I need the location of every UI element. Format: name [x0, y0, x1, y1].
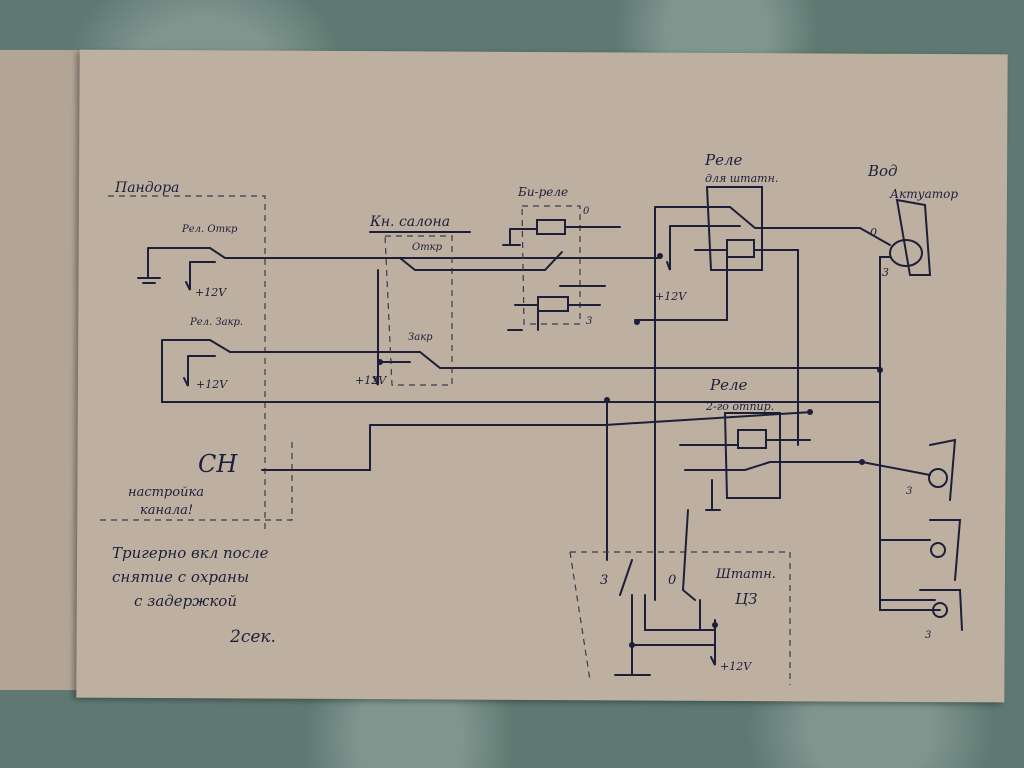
three-label: 3	[586, 316, 592, 327]
relay-std-sub: для штатн.	[705, 172, 778, 185]
driver-actuator-block: Вод Актуатор 0 3	[867, 162, 958, 611]
bi-relay-block: Би-реле 0 3	[502, 185, 621, 331]
rel-open-label: Рел. Откр	[181, 224, 238, 235]
three-label: 3	[882, 266, 889, 279]
standard-central-lock: 3 0 Штатн. ЦЗ +12V	[569, 509, 791, 685]
zero-label: 0	[583, 206, 590, 217]
cabin-button-block: Кн. салона Откр Закр +12V	[355, 214, 563, 387]
note-line4: 2сек.	[229, 627, 276, 647]
driver-title: Вод	[867, 162, 898, 180]
std-cz-2: ЦЗ	[735, 590, 757, 608]
relay-second-title: Реле	[709, 376, 748, 394]
std-cz-1: Штатн.	[715, 567, 776, 582]
ch-note: СН настройка канала! Тригерно вкл после …	[112, 450, 276, 647]
bi-relay-label: Би-реле	[517, 185, 568, 199]
ch-note-2: канала!	[140, 503, 193, 518]
passenger-actuators: 3 3	[861, 438, 963, 641]
ch-label: СН	[198, 450, 238, 478]
plus12v-label: +12V	[195, 286, 227, 299]
btn-open-label: Откр	[412, 242, 443, 253]
three-label: 3	[925, 630, 931, 641]
zero-label: 0	[668, 573, 676, 588]
three-label: 3	[600, 573, 608, 588]
plus12v-label: +12V	[355, 374, 387, 387]
note-line3: с задержкой	[134, 592, 237, 610]
zero-label: 0	[870, 226, 877, 239]
relay-standard-block: Реле для штатн. +12V	[619, 151, 891, 601]
rel-close-label: Рел. Закр.	[189, 317, 243, 328]
driver-sub: Актуатор	[889, 187, 958, 201]
btn-close-label: Закр	[408, 332, 433, 343]
relay-std-title: Реле	[704, 151, 743, 169]
note-line1: Тригерно вкл после	[112, 544, 269, 562]
plus12v-label: +12V	[720, 660, 752, 673]
button-cabin-label: Кн. салона	[369, 214, 450, 230]
note-line2: снятие с охраны	[112, 568, 249, 586]
ch-note-1: настройка	[128, 485, 204, 500]
plus12v-label: +12V	[196, 378, 228, 391]
plus12v-label: +12V	[655, 290, 687, 303]
pandora-label: Пандора	[114, 180, 179, 196]
relay-second-block: Реле 2-го отпир.	[261, 376, 865, 561]
pandora-block: Пандора Рел. Откр +12V Рел. Закр. +12V	[100, 180, 881, 530]
three-label: 3	[906, 486, 912, 497]
relay-second-sub: 2-го отпир.	[705, 400, 774, 413]
